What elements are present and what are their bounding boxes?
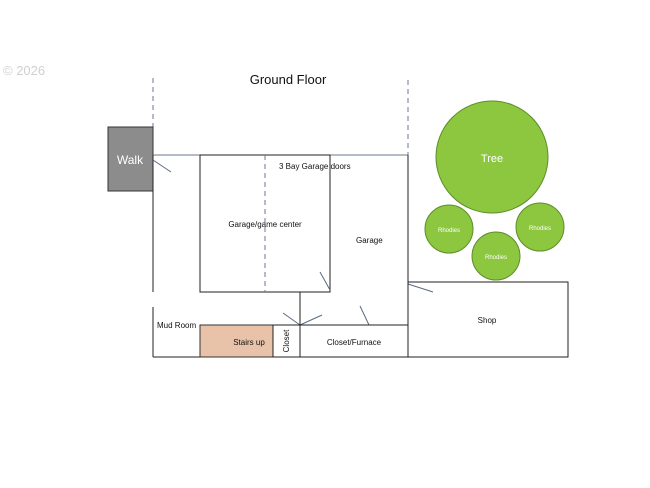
shop-label: Shop bbox=[478, 316, 497, 325]
door-garage-center bbox=[319, 271, 331, 291]
watermark-text: © 2026 bbox=[3, 63, 45, 78]
door-hall-right bbox=[299, 314, 323, 326]
tree-circle bbox=[435, 100, 549, 214]
mud-room-label: Mud Room bbox=[157, 321, 196, 330]
stairs-up-block bbox=[199, 324, 274, 358]
rhodies-bottom-label: Rhodies bbox=[485, 255, 507, 261]
shop-room bbox=[407, 281, 569, 358]
rhodies-left-label: Rhodies bbox=[438, 228, 460, 234]
door-shop bbox=[407, 283, 434, 293]
walk-block bbox=[107, 126, 154, 192]
rhodies-left-circle bbox=[424, 204, 474, 254]
closet-label: Closet bbox=[282, 329, 291, 352]
rhodies-right-circle bbox=[515, 202, 565, 252]
garage-label: Garage bbox=[356, 236, 383, 245]
floor-title: Ground Floor bbox=[250, 72, 327, 87]
stairs-up-label: Stairs up bbox=[233, 338, 265, 347]
garage-doors-label: 3 Bay Garage doors bbox=[279, 162, 351, 171]
door-closet-furnace bbox=[359, 305, 370, 326]
walk-label: Walk bbox=[117, 153, 144, 167]
rhodies-right-label: Rhodies bbox=[529, 226, 551, 232]
rhodies-bottom-circle bbox=[471, 231, 521, 281]
door-walk bbox=[152, 159, 172, 173]
garage-game-center-label: Garage/game center bbox=[228, 220, 302, 229]
tree-label: Tree bbox=[481, 153, 503, 165]
closet-furnace-label: Closet/Furnace bbox=[327, 338, 382, 347]
door-hall-left bbox=[282, 312, 301, 326]
